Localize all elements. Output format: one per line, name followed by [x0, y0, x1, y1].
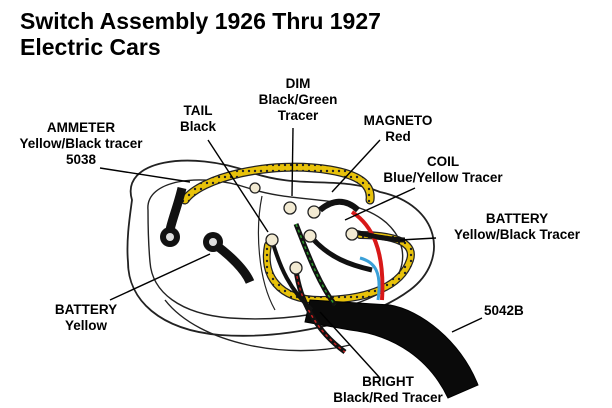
screw-dim-terminal — [283, 201, 297, 215]
title-line-2: Electric Cars — [20, 34, 161, 60]
label-coil-wire: Blue/Yellow Tracer — [383, 170, 503, 185]
label-bright-name: BRIGHT — [362, 374, 414, 389]
label-magneto-wire: Red — [385, 129, 411, 144]
label-ammeter-name: AMMETER — [46, 120, 116, 135]
leader-tail — [207, 139, 269, 233]
label-dim-name: DIM — [285, 76, 311, 91]
leader-battery-right — [399, 237, 437, 241]
label-ammeter-wire: Yellow/Black tracer — [19, 136, 143, 151]
leader-5042b — [451, 317, 483, 333]
label-tail-wire: Black — [179, 119, 217, 134]
screw-battery-right-terminal — [345, 227, 359, 241]
housing-lower-skirt — [164, 299, 351, 352]
leader-ammeter — [99, 167, 191, 183]
label-ammeter-part: 5038 — [65, 152, 97, 167]
housing-divider — [257, 195, 276, 311]
screw-tail-terminal — [265, 233, 279, 247]
screw-top-terminal — [249, 182, 261, 194]
label-bright-wire: Black/Red Tracer — [333, 390, 443, 405]
label-tail: TAIL Black — [168, 103, 228, 135]
label-ammeter: AMMETER Yellow/Black tracer 5038 — [6, 120, 156, 168]
leader-dim — [291, 127, 294, 197]
screw-magneto-terminal — [307, 205, 321, 219]
screw-terminals — [249, 182, 359, 275]
magneto-red-wire — [350, 210, 385, 301]
magneto-black-wire — [318, 198, 361, 213]
label-battery-right-wire: Yellow/Black Tracer — [453, 227, 581, 242]
coil-black-wire — [310, 236, 373, 273]
label-coil: COIL Blue/Yellow Tracer — [368, 154, 518, 186]
bright-red-tracer — [295, 269, 346, 353]
label-dim-wire: Black/Green — [258, 92, 338, 107]
leader-bright — [319, 311, 381, 379]
ammeter-harness-wire-fill — [181, 164, 374, 204]
cable-bundle-5042b — [304, 299, 479, 399]
dim-green-tracer — [295, 223, 336, 306]
leader-lines — [99, 127, 483, 379]
leader-coil — [344, 187, 416, 221]
label-battery-left-wire: Yellow — [64, 318, 108, 333]
label-magneto: MAGNETO Red — [358, 113, 438, 145]
label-battery-left-name: BATTERY — [54, 302, 118, 317]
label-5042b-name: 5042B — [484, 303, 524, 318]
label-coil-name: COIL — [426, 154, 460, 169]
label-battery-left: BATTERY Yellow — [46, 302, 126, 334]
diagram-title: Switch Assembly 1926 Thru 1927 Electric … — [20, 8, 381, 60]
tail-black-wire — [270, 239, 314, 312]
battery-yellow-harness-wire-fill — [264, 232, 414, 303]
label-magneto-name: MAGNETO — [363, 113, 433, 128]
screw-bright-terminal — [289, 261, 303, 275]
coil-blue-wire — [359, 256, 381, 301]
label-battery-right-name: BATTERY — [485, 211, 549, 226]
title-line-1: Switch Assembly 1926 Thru 1927 — [20, 8, 381, 34]
label-bright: BRIGHT Black/Red Tracer — [318, 374, 458, 406]
label-5042b: 5042B — [484, 303, 524, 319]
screw-coil-terminal — [303, 229, 317, 243]
label-battery-right: BATTERY Yellow/Black Tracer — [432, 211, 602, 243]
battery-left-terminal — [203, 232, 255, 284]
label-dim-extra: Tracer — [277, 108, 319, 123]
leader-battery-left — [109, 253, 211, 301]
label-tail-name: TAIL — [183, 103, 213, 118]
ammeter-terminal — [160, 186, 187, 247]
label-dim: DIM Black/Green Tracer — [248, 76, 348, 124]
leader-magneto — [331, 139, 381, 193]
